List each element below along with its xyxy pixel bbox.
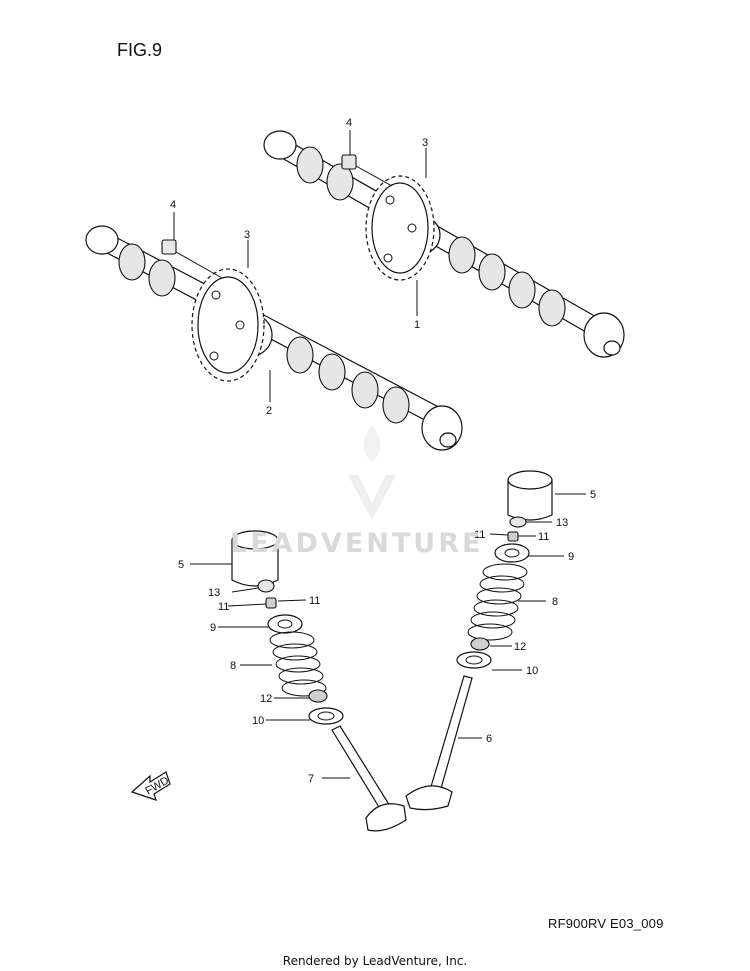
- leader-lines: [173, 130, 586, 779]
- sprocket-bolt-upper[interactable]: [341, 154, 393, 187]
- callout-3-upper: 3: [422, 137, 428, 149]
- callout-9-right: 9: [568, 551, 574, 563]
- callout-11-right-a: 11: [474, 529, 485, 541]
- callout-5-left: 5: [178, 559, 184, 571]
- callout-2: 2: [266, 405, 272, 417]
- camshaft-1[interactable]: [263, 130, 625, 358]
- callout-11-left-a: 11: [218, 601, 229, 613]
- callout-1: 1: [414, 319, 420, 331]
- callout-12-left: 12: [260, 693, 272, 705]
- callout-10-left: 10: [252, 715, 264, 727]
- callout-4-upper: 4: [346, 117, 352, 129]
- callout-13-left: 13: [208, 587, 220, 599]
- footer-credit: Rendered by LeadVenture, Inc.: [282, 954, 468, 968]
- callout-11-left-b: 11: [309, 595, 320, 607]
- callout-6: 6: [486, 733, 492, 745]
- watermark-text: LEADVENTURE: [230, 528, 484, 559]
- valve-assembly-right[interactable]: [405, 470, 553, 811]
- callout-8-right: 8: [552, 596, 558, 608]
- fwd-arrow-icon: FWD: [130, 771, 171, 801]
- cam-sprocket-lower[interactable]: [191, 268, 265, 382]
- valve-assembly-left[interactable]: [231, 530, 407, 832]
- callout-8-left: 8: [230, 660, 236, 672]
- figure-code: RF900RV E03_009: [548, 916, 664, 931]
- figure-title: FIG.9: [117, 40, 163, 60]
- callout-5-right: 5: [590, 489, 596, 501]
- callout-10-right: 10: [526, 665, 538, 677]
- callout-11-right-b: 11: [538, 531, 549, 543]
- callout-7: 7: [308, 773, 314, 785]
- cam-sprocket-upper[interactable]: [365, 175, 435, 281]
- callout-12-right: 12: [514, 641, 526, 653]
- sprocket-bolt-lower[interactable]: [161, 239, 223, 279]
- callout-4-lower: 4: [170, 199, 176, 211]
- watermark-logo: [348, 425, 396, 520]
- callout-9-left: 9: [210, 622, 216, 634]
- callout-3-lower: 3: [244, 229, 250, 241]
- callout-13-right: 13: [556, 517, 568, 529]
